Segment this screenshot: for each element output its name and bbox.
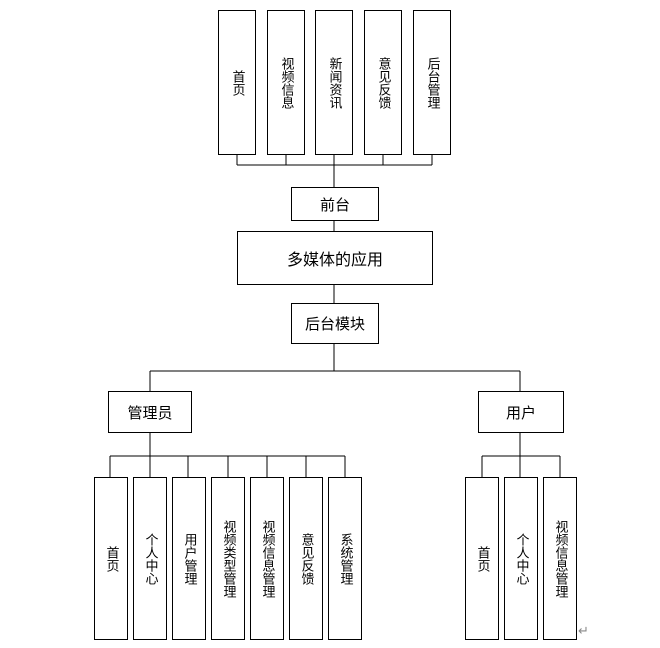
- backend-label: 后台模块: [304, 315, 365, 333]
- admin-child-label: 视频类型管理: [220, 519, 236, 598]
- admin-child-label: 意见反馈: [298, 532, 314, 585]
- user-child-label: 首页: [474, 545, 490, 572]
- admin-child-home: 首页: [94, 477, 128, 640]
- user-node: 用户: [478, 391, 564, 433]
- top-node-label: 视频信息: [278, 56, 294, 109]
- admin-child-video-type-mgmt: 视频类型管理: [211, 477, 245, 640]
- user-child-video-info-mgmt: 视频信息管理: [543, 477, 577, 640]
- admin-child-user-mgmt: 用户管理: [172, 477, 206, 640]
- top-node-label: 新闻资讯: [326, 56, 342, 109]
- top-node-video-info: 视频信息: [267, 10, 305, 155]
- user-child-home: 首页: [465, 477, 499, 640]
- top-node-label: 首页: [229, 69, 245, 96]
- admin-child-label: 用户管理: [181, 532, 197, 585]
- user-child-label: 个人中心: [513, 532, 529, 585]
- root-label: 多媒体的应用: [286, 250, 383, 269]
- admin-child-video-info-mgmt: 视频信息管理: [250, 477, 284, 640]
- admin-label: 管理员: [127, 403, 173, 422]
- frontend-node: 前台: [291, 187, 379, 221]
- admin-child-label: 视频信息管理: [259, 519, 275, 598]
- top-node-feedback: 意见反馈: [364, 10, 402, 155]
- backend-node: 后台模块: [291, 303, 379, 344]
- top-node-home: 首页: [218, 10, 256, 155]
- user-child-profile: 个人中心: [504, 477, 538, 640]
- admin-child-label: 个人中心: [142, 532, 158, 585]
- admin-node: 管理员: [108, 391, 192, 433]
- top-node-label: 意见反馈: [375, 56, 391, 109]
- paragraph-mark: ↵: [578, 624, 589, 639]
- admin-child-feedback: 意见反馈: [289, 477, 323, 640]
- top-node-news: 新闻资讯: [315, 10, 353, 155]
- root-node: 多媒体的应用: [237, 231, 433, 285]
- admin-child-label: 系统管理: [337, 532, 353, 585]
- user-child-label: 视频信息管理: [552, 519, 568, 598]
- user-label: 用户: [505, 403, 536, 422]
- admin-child-label: 首页: [103, 545, 119, 572]
- top-node-admin-panel: 后台管理: [413, 10, 451, 155]
- admin-child-profile: 个人中心: [133, 477, 167, 640]
- frontend-label: 前台: [319, 195, 350, 214]
- top-node-label: 后台管理: [424, 56, 440, 109]
- admin-child-system-mgmt: 系统管理: [328, 477, 362, 640]
